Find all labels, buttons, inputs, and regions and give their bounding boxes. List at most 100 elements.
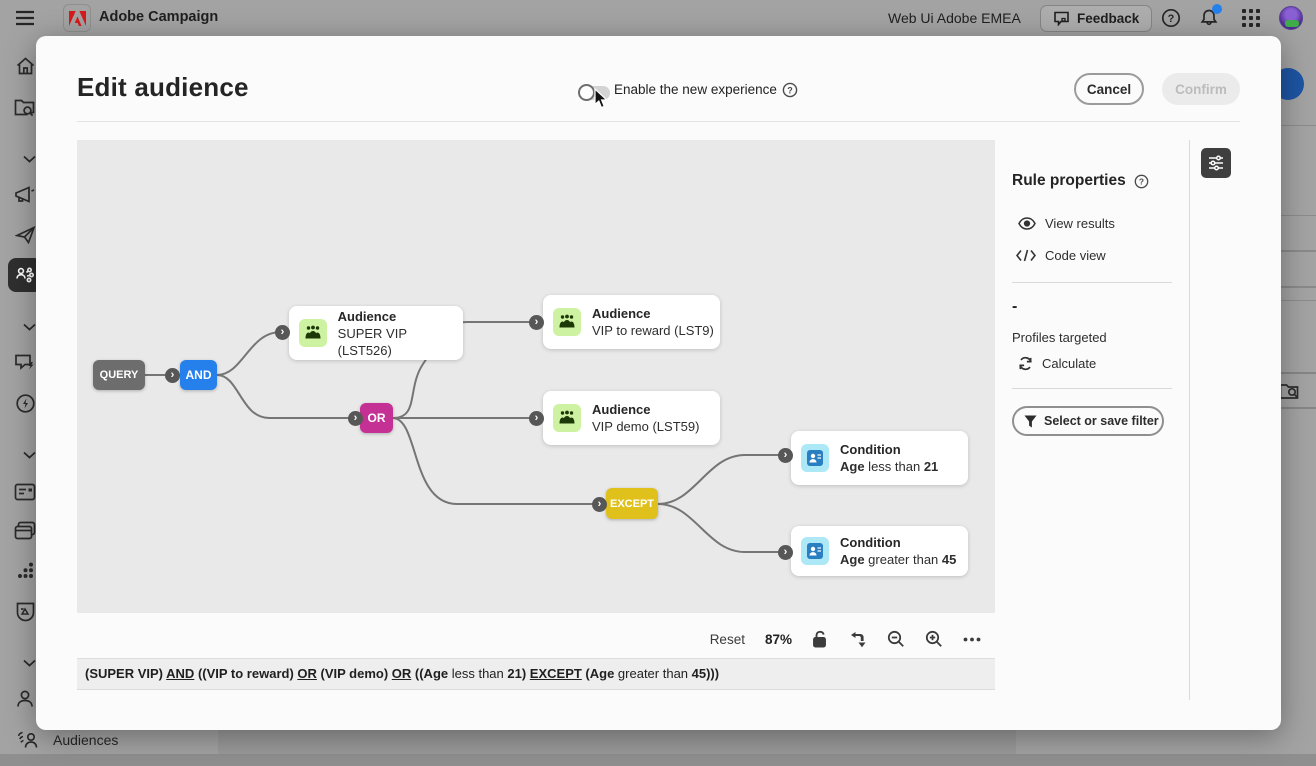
- audience-card-super-vip[interactable]: Audience SUPER VIP (LST526): [289, 306, 463, 360]
- connector-dot[interactable]: ›: [529, 411, 544, 426]
- feedback-button[interactable]: Feedback: [1040, 5, 1153, 32]
- or-node[interactable]: OR: [360, 403, 393, 433]
- audiences-flow-icon: [16, 267, 35, 283]
- except-node[interactable]: EXCEPT: [606, 488, 658, 519]
- canvas-toolbar: Reset 87%: [77, 626, 995, 652]
- chevron-down-icon[interactable]: [18, 148, 40, 170]
- audience-icon: [553, 404, 581, 432]
- apps-grid-icon[interactable]: [1240, 7, 1262, 29]
- rule-properties-panel: Rule properties ? View results Code view…: [1012, 172, 1172, 462]
- code-view-button[interactable]: Code view: [1016, 248, 1106, 263]
- reset-button[interactable]: Reset: [709, 631, 745, 647]
- sidebar-item-audiences-label[interactable]: Audiences: [16, 729, 118, 750]
- header-divider: [77, 121, 1240, 122]
- filter-icon: [1024, 414, 1037, 428]
- zoom-level[interactable]: 87%: [764, 631, 792, 647]
- campaigns-icon[interactable]: [14, 184, 36, 206]
- unlock-icon[interactable]: [812, 630, 829, 648]
- app-name: Adobe Campaign: [99, 9, 219, 25]
- eye-icon: [1018, 217, 1036, 230]
- chevron-down-icon[interactable]: [18, 316, 40, 338]
- deliveries-icon[interactable]: [14, 224, 36, 246]
- feedback-label: Feedback: [1077, 11, 1140, 26]
- code-icon: [1016, 249, 1036, 262]
- svg-text:?: ?: [787, 85, 793, 95]
- select-or-save-filter-button[interactable]: Select or save filter: [1012, 406, 1164, 436]
- page-title: Edit audience: [77, 72, 249, 102]
- profiles-count: -: [1012, 298, 1018, 315]
- calculate-button[interactable]: Calculate: [1018, 356, 1096, 371]
- svg-text:?: ?: [1139, 176, 1144, 186]
- divider: [1012, 388, 1172, 389]
- connector-dot[interactable]: ›: [778, 448, 793, 463]
- confirm-button[interactable]: Confirm: [1162, 73, 1240, 105]
- properties-toggle-button[interactable]: [1201, 148, 1231, 178]
- help-icon[interactable]: ?: [782, 82, 798, 98]
- divider: [1012, 282, 1172, 283]
- bottom-edge: [0, 754, 1316, 766]
- brand-shield-icon[interactable]: [14, 600, 36, 622]
- query-node[interactable]: QUERY: [93, 360, 145, 390]
- refresh-icon: [1019, 356, 1032, 371]
- explorer-icon[interactable]: [14, 97, 36, 119]
- zoom-out-icon[interactable]: [887, 630, 905, 648]
- bolt-icon[interactable]: [14, 392, 36, 414]
- card-type: Audience: [592, 402, 651, 417]
- card-label: VIP to reward (LST9): [592, 323, 714, 338]
- audience-card-vip-to-reward[interactable]: Audience VIP to reward (LST9): [543, 295, 720, 349]
- condition-icon: [801, 444, 829, 472]
- cancel-button[interactable]: Cancel: [1074, 73, 1144, 105]
- view-results-button[interactable]: View results: [1018, 216, 1115, 231]
- fragments-icon[interactable]: [14, 561, 36, 583]
- environment-name: Web Ui Adobe EMEA: [888, 10, 1021, 26]
- connector-dot[interactable]: ›: [275, 325, 290, 340]
- condition-card-age-greater-45[interactable]: Condition Age greater than 45: [791, 526, 968, 576]
- adobe-logo[interactable]: [63, 4, 91, 32]
- calculate-label: Calculate: [1042, 356, 1097, 371]
- card-label: VIP demo (LST59): [592, 419, 700, 434]
- content-card-icon[interactable]: [14, 481, 36, 503]
- profiles-icon[interactable]: [14, 688, 36, 710]
- menu-icon[interactable]: [14, 7, 36, 29]
- folder-search-icon: [1279, 384, 1299, 399]
- and-node[interactable]: AND: [180, 360, 217, 390]
- query-canvas[interactable]: QUERY AND OR EXCEPT Audience SUPER VIP (…: [77, 140, 995, 613]
- chevron-down-icon[interactable]: [18, 444, 40, 466]
- card-label: Age less than 21: [840, 459, 939, 474]
- connector-dot[interactable]: ›: [778, 545, 793, 560]
- edit-audience-modal: Edit audience Enable the new experience …: [36, 36, 1281, 730]
- more-options-icon[interactable]: [963, 637, 981, 642]
- avatar[interactable]: [1279, 6, 1303, 30]
- card-type: Audience: [337, 308, 397, 324]
- connector-dot[interactable]: ›: [348, 411, 363, 426]
- filter-button-label: Select or save filter: [1044, 414, 1159, 428]
- landing-pages-icon[interactable]: [14, 520, 36, 542]
- connector-dot[interactable]: ›: [592, 497, 607, 512]
- formula-bar: (SUPER VIP) AND ((VIP to reward) OR (VIP…: [77, 658, 995, 690]
- audiences-label: Audiences: [53, 731, 119, 748]
- help-icon[interactable]: ?: [1134, 174, 1149, 189]
- top-bar: Adobe Campaign Web Ui Adobe EMEA Feedbac…: [0, 0, 1316, 36]
- auto-layout-icon[interactable]: [849, 630, 867, 648]
- properties-sliders-icon: [1209, 155, 1223, 171]
- connector-dot[interactable]: ›: [165, 368, 180, 383]
- help-icon[interactable]: ?: [1160, 7, 1182, 29]
- chat-trigger-icon[interactable]: [14, 352, 36, 374]
- profiles-targeted-label: Profiles targeted: [1012, 330, 1107, 345]
- home-icon[interactable]: [14, 55, 36, 77]
- condition-card-age-less-21[interactable]: Condition Age less than 21: [791, 431, 968, 485]
- card-type: Condition: [840, 442, 901, 457]
- audience-card-vip-demo[interactable]: Audience VIP demo (LST59): [543, 391, 720, 445]
- audiences-people-icon: [16, 729, 40, 750]
- zoom-in-icon[interactable]: [925, 630, 943, 648]
- condition-icon: [801, 537, 829, 565]
- chevron-down-icon[interactable]: [18, 652, 40, 674]
- code-view-label: Code view: [1045, 248, 1106, 263]
- connector-dot[interactable]: ›: [529, 315, 544, 330]
- audience-icon: [553, 308, 581, 336]
- panel-divider: [1189, 140, 1190, 700]
- audience-icon: [299, 319, 327, 347]
- card-type: Condition: [840, 535, 901, 550]
- mouse-cursor: [594, 88, 610, 110]
